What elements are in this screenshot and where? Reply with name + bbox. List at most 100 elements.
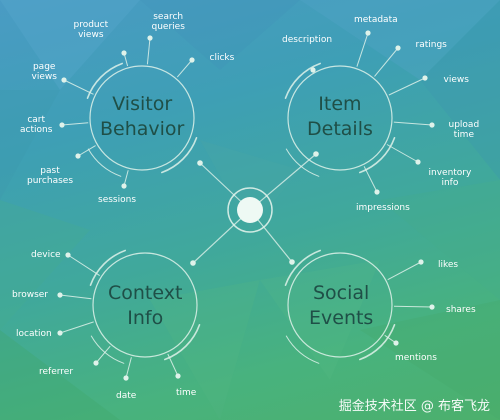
context-label: date — [116, 391, 136, 401]
hub-node — [237, 197, 263, 223]
bg-facet — [140, 0, 300, 70]
context-label-line: location — [16, 329, 52, 339]
visitor-spoke-3 — [63, 79, 94, 95]
hub-outer-ring — [227, 187, 273, 233]
item-label: ratings — [416, 40, 447, 50]
bg-facet — [300, 0, 500, 80]
bg-facet — [200, 140, 300, 230]
visitor-spoke-dot-5 — [75, 153, 81, 159]
visitor-label-line: cart — [27, 115, 46, 125]
item-spoke-1 — [356, 32, 369, 67]
item-label-line: info — [441, 178, 459, 188]
social-spoke-dot-1 — [429, 304, 435, 310]
visitor-spoke-2 — [176, 59, 193, 78]
item-label-line: description — [282, 35, 333, 45]
item-spoke-2 — [374, 47, 399, 77]
hub-link-item — [249, 153, 317, 211]
hub-link-dot-context — [190, 260, 196, 266]
item-label: views — [444, 75, 469, 85]
item-label-line: time — [453, 130, 474, 140]
social-label: mentions — [395, 353, 437, 363]
item-spoke-dot-4 — [429, 122, 435, 128]
visitor-label-line: clicks — [209, 53, 235, 63]
context-label-line: device — [31, 250, 61, 260]
context-spoke-5 — [167, 353, 179, 377]
social-spoke-0 — [387, 261, 422, 281]
visitor-spoke-dot-6 — [121, 183, 127, 189]
context-label-line: time — [176, 388, 197, 398]
context-label: time — [176, 388, 196, 398]
visitor-spoke-1 — [146, 37, 151, 65]
visitor-spoke-dot-3 — [61, 77, 67, 83]
context-spoke-1 — [59, 294, 92, 300]
social-label-line: shares — [446, 305, 476, 315]
visitor-label-line: past — [40, 166, 60, 176]
context-label: device — [31, 250, 61, 260]
visitor-arc-a — [86, 62, 123, 99]
item-spoke-dot-1 — [365, 30, 371, 36]
bg-facet — [420, 0, 500, 180]
item-label: description — [282, 35, 332, 45]
visitor-label-line: actions — [20, 125, 53, 135]
context-ring — [92, 252, 198, 358]
social-spoke-dot-2 — [393, 340, 399, 346]
item-title-line: Details — [307, 118, 373, 140]
item-spoke-4 — [393, 121, 433, 126]
hub-link-dot-visitor — [197, 160, 203, 166]
item-label-line: ratings — [415, 40, 447, 50]
visitor-spoke-dot-2 — [189, 57, 195, 63]
visitor-spoke-dot-0 — [121, 50, 127, 56]
item-label-line: upload — [448, 120, 480, 130]
visitor-label-line: search — [153, 12, 184, 22]
item-label-line: inventory — [428, 168, 472, 178]
item-label-line: metadata — [354, 15, 398, 25]
context-title-line: Context — [108, 282, 183, 304]
context-label: referrer — [39, 367, 73, 377]
visitor-label-line: page — [32, 62, 56, 72]
item-label-line: views — [443, 75, 469, 85]
item-spoke-3 — [388, 77, 426, 96]
visitor-label-line: sessions — [98, 195, 137, 205]
social-arc-a — [284, 249, 321, 286]
bg-facet — [0, 200, 90, 330]
social-label-line: mentions — [395, 353, 437, 363]
context-label: browser — [12, 290, 48, 300]
item-label: impressions — [356, 203, 410, 213]
item-label-line: impressions — [356, 203, 410, 213]
context-spoke-dot-5 — [175, 373, 181, 379]
hub-link-dot-item — [313, 151, 319, 157]
item-label: metadata — [354, 15, 398, 25]
social-label: likes — [438, 260, 458, 270]
bg-facet — [0, 0, 140, 90]
visitor-arc-c — [87, 148, 122, 177]
visitor-title-line: Behavior — [100, 118, 185, 140]
context-spoke-2 — [59, 321, 94, 334]
visitor-arc-b — [161, 137, 198, 174]
context-label-line: browser — [12, 290, 49, 300]
item-spoke-dot-6 — [374, 189, 380, 195]
context-label-line: date — [116, 391, 137, 401]
social-label-line: likes — [438, 260, 459, 270]
context-spoke-dot-0 — [65, 252, 71, 258]
bg-facet — [0, 90, 60, 200]
social-arc-c — [285, 335, 320, 364]
bg-facet — [360, 300, 500, 420]
visitor-label-line: views — [78, 30, 104, 40]
context-spoke-dot-1 — [57, 292, 63, 298]
visitor-title-line: Visitor — [112, 93, 173, 115]
visitor-label-line: queries — [151, 22, 185, 32]
item-arc-a — [284, 62, 321, 99]
watermark: 掘金技术社区 @ 布客飞龙 — [338, 399, 490, 414]
visitor-label-line: purchases — [27, 176, 74, 186]
